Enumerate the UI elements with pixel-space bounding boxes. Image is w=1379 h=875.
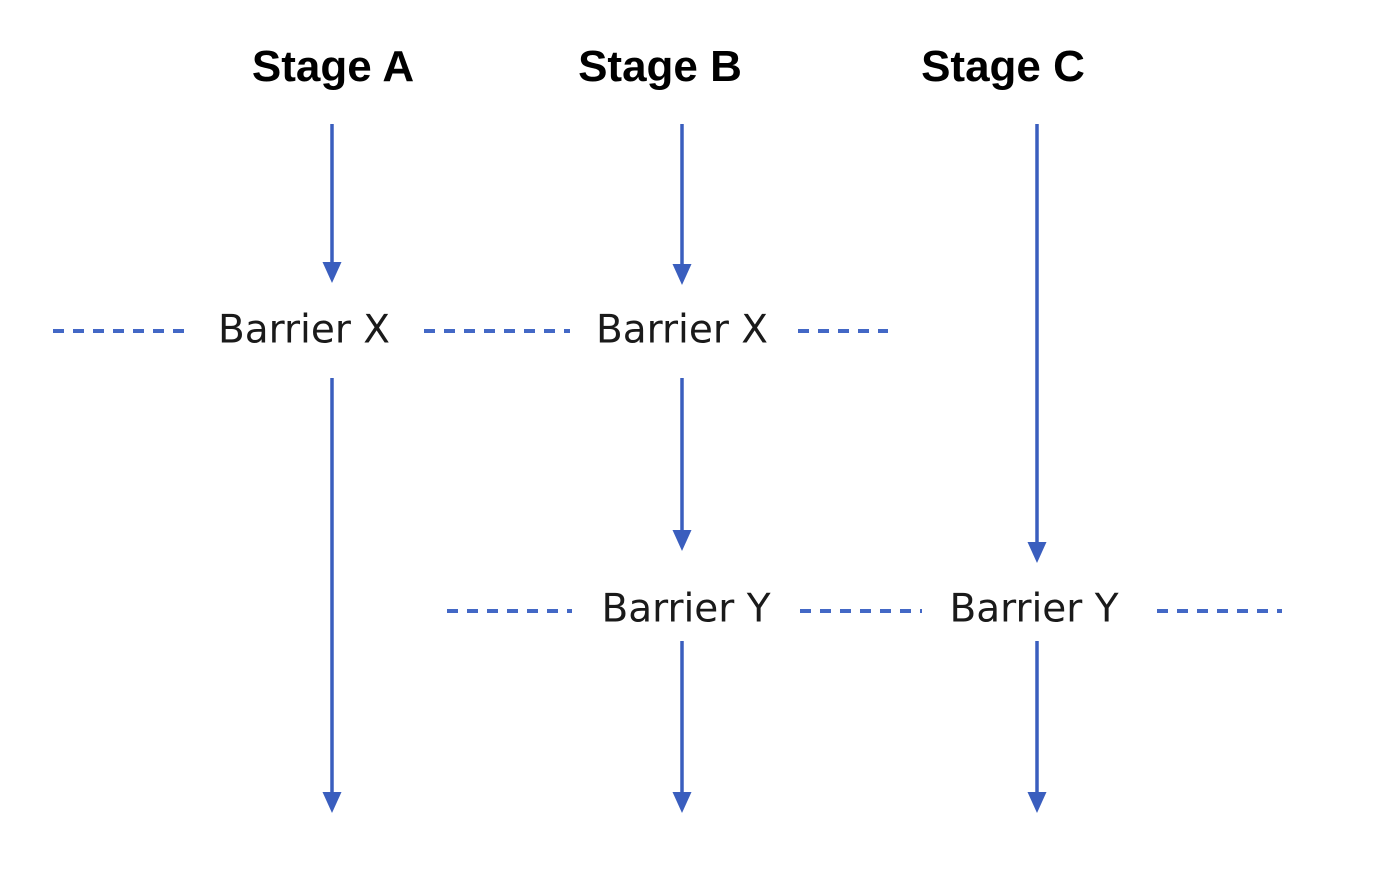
stage-b-arrow-bottom	[672, 641, 692, 813]
stage-c-arrow-top	[1027, 124, 1047, 563]
stage-a-label: Stage A	[251, 42, 415, 91]
barrier-y-label-1: Barrier Y	[601, 586, 771, 632]
arrowhead-icon	[322, 262, 342, 283]
stage-a-arrow-top	[322, 124, 342, 283]
barrier-x-label-1: Barrier X	[217, 307, 391, 353]
stage-c-arrow-bottom	[1027, 641, 1047, 813]
barrier-x-label-2: Barrier X	[595, 307, 769, 353]
arrowhead-icon	[672, 264, 692, 285]
arrowhead-icon	[1027, 792, 1047, 813]
barrier-y-label-2: Barrier Y	[949, 586, 1119, 632]
stage-b-arrow-top	[672, 124, 692, 285]
arrowhead-icon	[322, 792, 342, 813]
arrowhead-icon	[672, 792, 692, 813]
stage-b-arrow-middle	[672, 378, 692, 551]
stage-c-label: Stage C	[921, 42, 1085, 91]
stage-b-label: Stage B	[578, 42, 742, 91]
arrowhead-icon	[672, 530, 692, 551]
stage-a-arrow-bottom	[322, 378, 342, 813]
arrowhead-icon	[1027, 542, 1047, 563]
